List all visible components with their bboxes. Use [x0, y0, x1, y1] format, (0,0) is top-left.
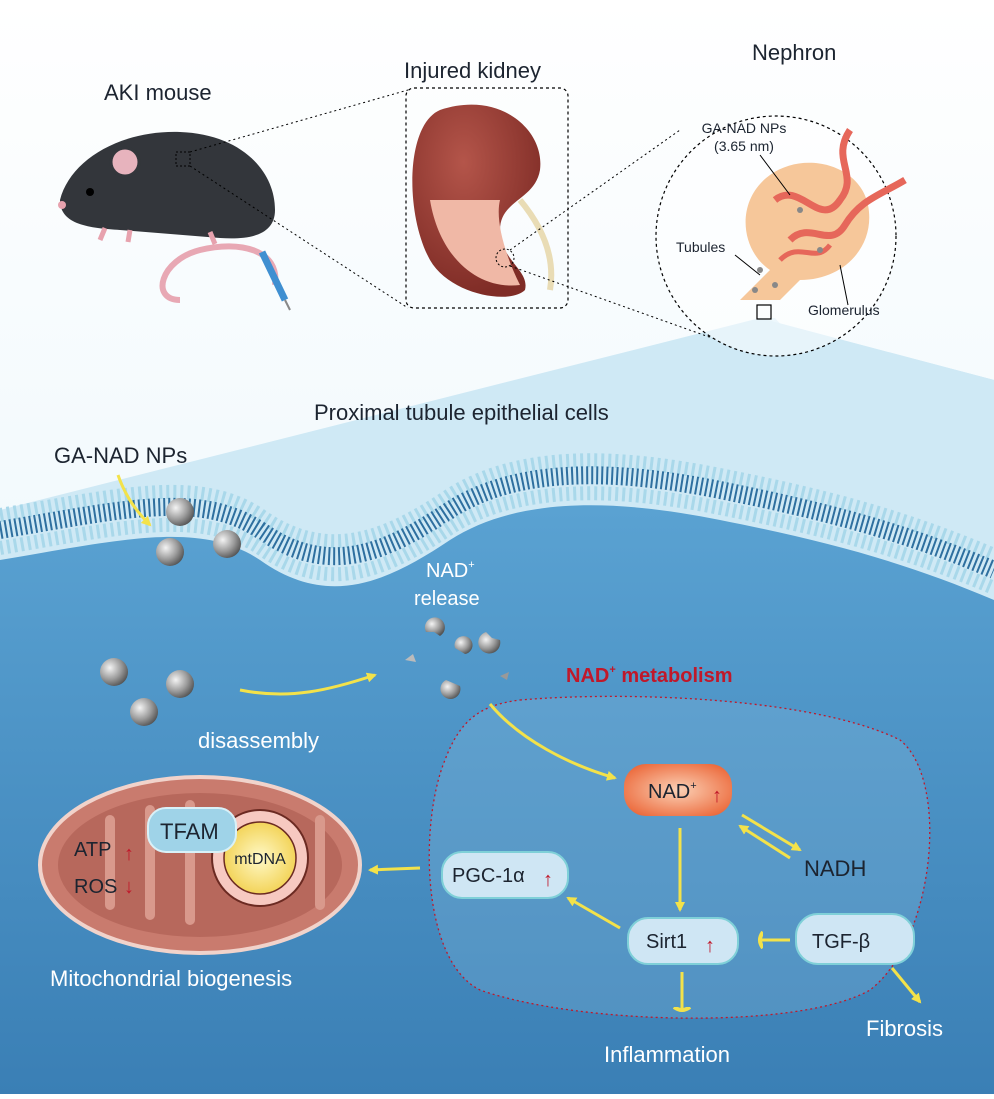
nad-entry-arrow — [488, 703, 617, 781]
np-fragments — [405, 617, 509, 699]
mitochondrion — [38, 775, 362, 955]
disassembly-arrow — [239, 672, 377, 696]
tfam-label: TFAM — [160, 819, 219, 844]
sirt1-up-arrow: ↑ — [705, 935, 715, 957]
glomerulus-label: Glomerulus — [808, 302, 880, 318]
np-label: GA-NAD NPs — [54, 443, 187, 468]
connector-line — [509, 265, 713, 339]
pgc-node — [441, 851, 569, 899]
nadh-label: NADH — [804, 856, 866, 881]
np-size-label-line2: (3.65 nm) — [714, 138, 774, 154]
nad-release-label-line1: NAD+ — [426, 559, 475, 582]
sirt1-label: Sirt1 — [646, 931, 687, 953]
nephron-label: Nephron — [752, 40, 836, 65]
nadh-to-nad-arrow — [738, 824, 791, 860]
nanoparticle — [130, 698, 158, 726]
nanoparticle — [156, 538, 184, 566]
tubules-label: Tubules — [676, 239, 725, 255]
nephron-illustration — [740, 128, 907, 320]
pgc-label: PGC-1α — [452, 865, 525, 887]
np-size-label-line1: GA-NAD NPs — [702, 120, 787, 136]
nanoparticle — [213, 530, 241, 558]
nad-up-arrow: ↑ — [712, 785, 722, 807]
nad-metabolism-label: NAD+ metabolism — [566, 664, 732, 687]
tgfb-label: TGF-β — [812, 931, 870, 953]
ros-down-arrow: ↓ — [124, 876, 134, 898]
connector-line — [189, 165, 409, 309]
pointer-line — [759, 154, 791, 196]
nad-to-nadh-arrow — [741, 813, 802, 852]
cell-membrane — [0, 453, 994, 595]
np-entry-arrow — [116, 474, 152, 527]
mtdna-core — [223, 821, 297, 895]
kidney-illustration — [412, 104, 555, 297]
disassembly-label: disassembly — [198, 728, 319, 753]
tfam-node — [147, 807, 237, 853]
pgc-to-mito-arrow — [368, 864, 421, 875]
inflammation-label: Inflammation — [604, 1042, 730, 1067]
tgfb-to-fibrosis-arrow — [890, 967, 922, 1004]
atp-label: ATP — [74, 839, 111, 861]
mtdna-label: mtDNA — [234, 851, 286, 868]
sirt1-to-pgc-arrow — [566, 896, 621, 930]
nanoparticle — [166, 670, 194, 698]
kidney-box — [405, 87, 569, 309]
atp-up-arrow: ↑ — [124, 843, 134, 865]
cell-panel-title: Proximal tubule epithelial cells — [314, 400, 609, 425]
fibrosis-label: Fibrosis — [866, 1016, 943, 1041]
pgc-up-arrow: ↑ — [543, 869, 553, 891]
nad-release-label-line2: release — [414, 588, 480, 610]
nad-node-label: NAD+ — [648, 780, 697, 803]
nad-node — [624, 764, 732, 816]
nanoparticle — [166, 498, 194, 526]
mouse-illustration — [58, 131, 291, 311]
sirt1-node — [627, 917, 739, 965]
mouse-label: AKI mouse — [104, 80, 212, 105]
pointer-line — [734, 254, 761, 276]
tgfb-node — [795, 913, 915, 965]
mito-caption: Mitochondrial biogenesis — [50, 966, 292, 991]
pointer-line — [839, 264, 849, 306]
nanoparticle — [100, 658, 128, 686]
ros-label: ROS — [74, 876, 117, 898]
kidney-label: Injured kidney — [404, 58, 541, 83]
